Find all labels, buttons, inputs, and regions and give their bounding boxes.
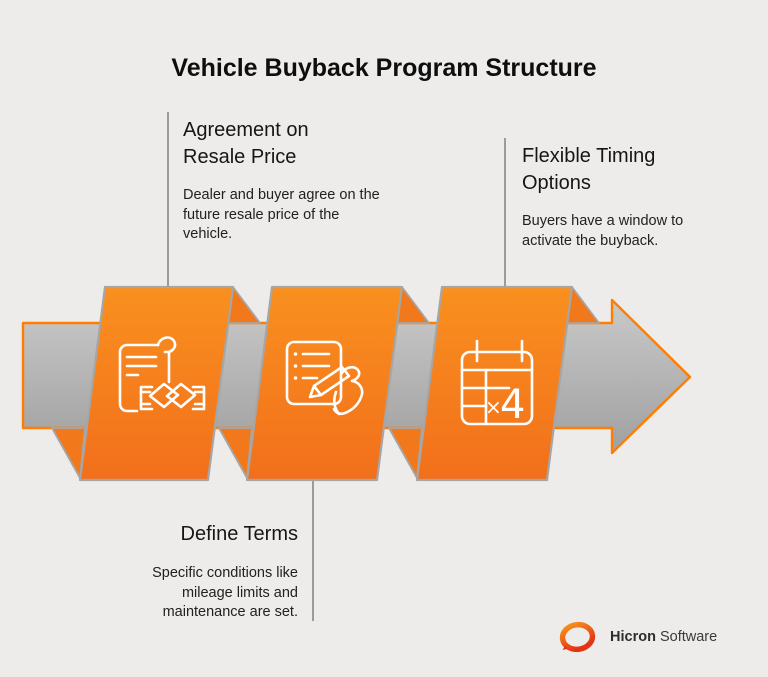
step-description: Specific conditions like mileage limits … [152, 565, 298, 620]
step-description: Buyers have a window to activate the buy… [522, 213, 684, 249]
contract-handshake-icon [118, 336, 206, 413]
callout-flexible-timing-options: Flexible Timing Options Buyers have a wi… [522, 143, 702, 251]
step-panel-3 [415, 285, 574, 482]
page-title: Vehicle Buyback Program Structure [171, 54, 597, 82]
connector-line-agreement [167, 112, 169, 287]
calendar-count: 4 [500, 382, 525, 428]
logo-brand-suffix: Software [659, 629, 718, 645]
callout-define-terms: Define Terms Specific conditions like mi… [128, 521, 298, 623]
step-panel-2 [245, 285, 404, 482]
connector-line-define [312, 478, 314, 621]
logo-brand-name: Hicron [610, 629, 656, 645]
step-heading: Define Terms [180, 523, 298, 545]
calendar-icon: × 4 [460, 339, 534, 428]
step-heading: Agreement on Resale Price [183, 119, 309, 168]
brand-logo: Hicron Software [557, 620, 717, 654]
step-heading: Flexible Timing Options [522, 145, 656, 194]
checklist-signature-icon [285, 340, 364, 416]
callout-agreement-resale-price: Agreement on Resale Price Dealer and buy… [183, 117, 388, 245]
step-description: Dealer and buyer agree on the future res… [183, 187, 380, 242]
logo-text: Hicron Software [610, 629, 717, 645]
step-panel-1 [78, 285, 235, 482]
logo-ring-icon [559, 621, 596, 653]
calendar-times-sign: × [485, 395, 502, 419]
connector-line-flexible [504, 138, 506, 287]
